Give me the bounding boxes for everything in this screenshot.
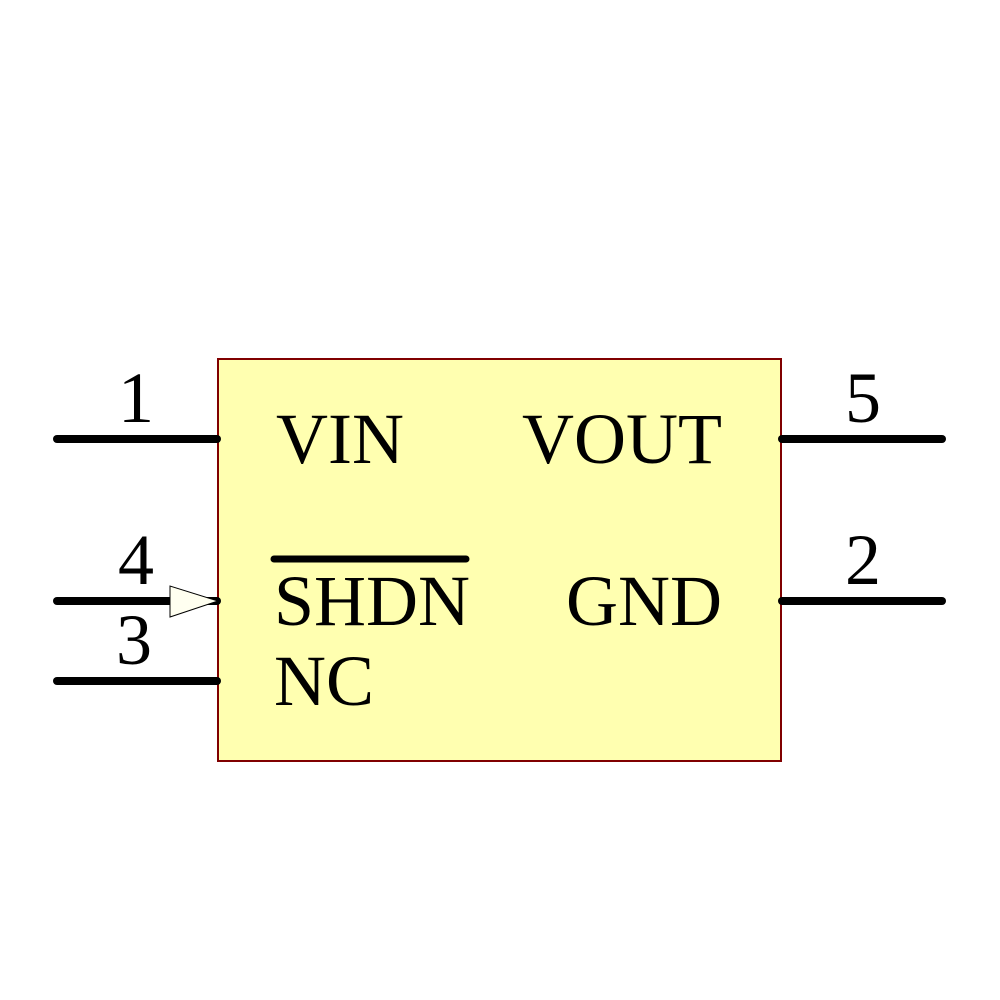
pin-5-name: VOUT [522, 399, 722, 479]
pin-2-name: GND [566, 561, 722, 641]
pin-1-name: VIN [276, 399, 404, 479]
pin-4-name: SHDN [274, 561, 470, 641]
pin-3-name: NC [274, 641, 374, 721]
pin-4[interactable]: 4 SHDN [53, 520, 470, 641]
input-arrow-icon [169, 585, 220, 618]
pin-1[interactable]: 1 VIN [53, 358, 404, 479]
pin-1-number: 1 [118, 358, 154, 438]
pin-5[interactable]: 5 VOUT [522, 358, 946, 479]
pin-5-number: 5 [845, 358, 881, 438]
pin-4-number: 4 [118, 520, 154, 600]
pin-3-number: 3 [116, 600, 152, 680]
pin-3[interactable]: 3 NC [53, 600, 374, 721]
pin-2[interactable]: 2 GND [566, 520, 946, 641]
pin-2-number: 2 [845, 520, 881, 600]
